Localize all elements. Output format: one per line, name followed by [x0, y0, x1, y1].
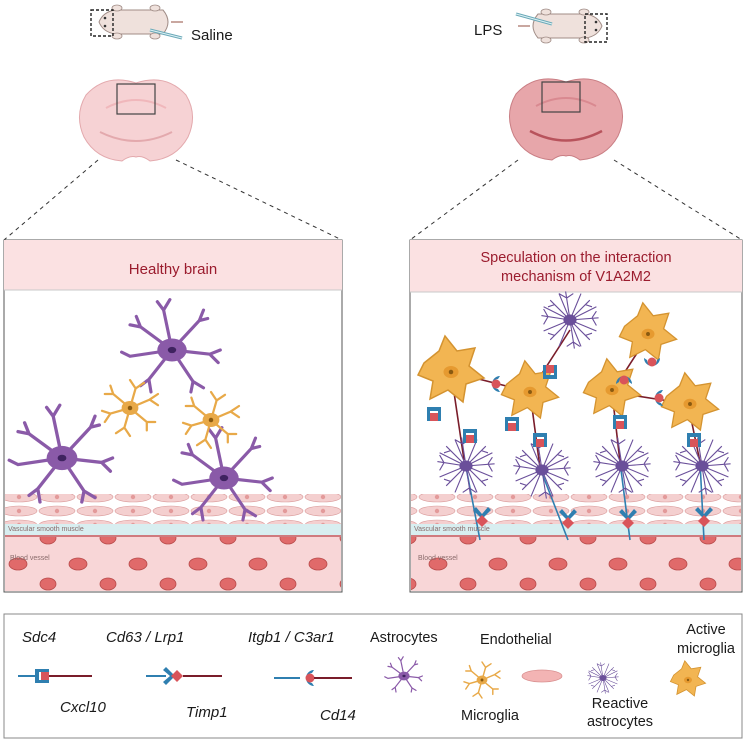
blood-vessel-label: Blood vessel	[10, 555, 50, 562]
legend-itgb1-c3ar1: Itgb1 / C3ar1	[248, 629, 335, 646]
saline-brain	[78, 79, 194, 162]
legend-symbol-sdc4-cxcl10	[18, 669, 92, 683]
lps-mouse	[515, 8, 608, 44]
region-box	[541, 81, 581, 113]
saline-mouse	[90, 4, 184, 40]
legend-cd14: Cd14	[320, 707, 356, 724]
region-box	[116, 83, 156, 115]
legend-microglia-label: Microglia	[461, 708, 520, 724]
legend-box	[3, 613, 743, 739]
zoom-lines	[3, 159, 743, 241]
panel-interaction-mechanism	[409, 239, 743, 593]
lps-label: LPS	[474, 22, 502, 39]
panel-title-line1: Speculation on the interaction	[480, 250, 671, 266]
panel-title-healthy: Healthy brain	[129, 261, 217, 278]
panel-healthy-brain	[3, 239, 343, 593]
legend-reactive-line1: Reactive	[592, 696, 648, 712]
legend-cd63-lrp1: Cd63 / Lrp1	[106, 629, 184, 646]
legend-symbol-itgb1-cd14	[274, 670, 352, 686]
head-selection-box	[90, 9, 114, 37]
legend-active-microglia-line2: microglia	[677, 641, 736, 657]
legend-timp1: Timp1	[186, 704, 228, 721]
blood-vessel-label: Blood vessel	[418, 555, 458, 562]
head-selection-box	[584, 13, 608, 43]
legend-symbol-cd63-timp1	[146, 667, 222, 685]
lps-brain	[508, 78, 624, 161]
legend-endothelial-label: Endothelial	[480, 632, 552, 648]
legend-sdc4: Sdc4	[22, 629, 56, 646]
legend-reactive-line2: astrocytes	[587, 714, 653, 730]
panel-title-line2: mechanism of V1A2M2	[501, 269, 651, 285]
legend-cxcl10: Cxcl10	[60, 699, 107, 716]
legend-astrocytes-label: Astrocytes	[370, 630, 438, 646]
vascular-smooth-muscle-label: Vascular smooth muscle	[8, 526, 84, 533]
saline-label: Saline	[191, 27, 233, 44]
legend-active-microglia-line1: Active	[686, 622, 726, 638]
legend-endothelial-icon	[521, 669, 563, 683]
vascular-smooth-muscle-label: Vascular smooth muscle	[414, 526, 490, 533]
